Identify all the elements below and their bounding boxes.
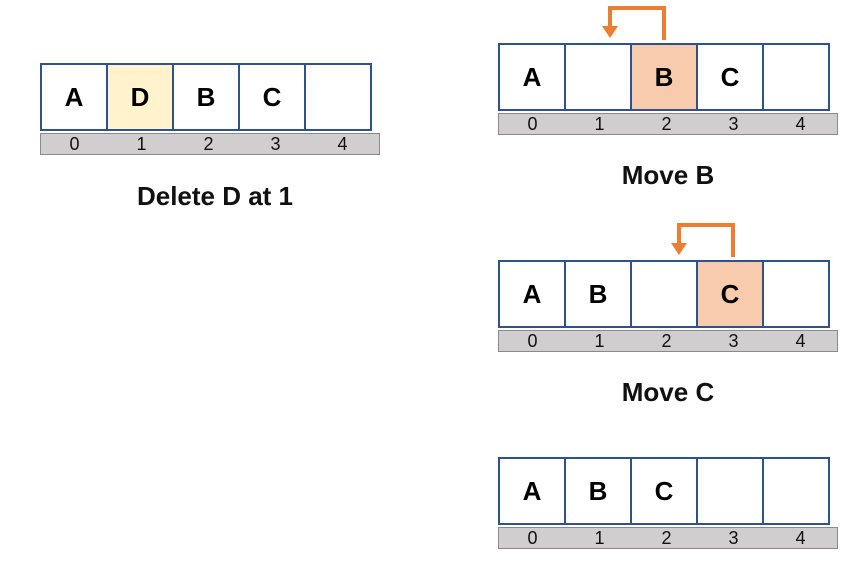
initial-index-2: 2 (203, 134, 214, 154)
initial-index-4: 4 (337, 134, 348, 154)
step1-index-2: 2 (661, 114, 672, 134)
step2-index-4: 4 (795, 331, 806, 351)
step2-cell-1: B (564, 260, 632, 328)
step1-cell-2: B (630, 43, 698, 111)
final-index-1: 1 (594, 528, 605, 548)
initial-cell-1: D (106, 63, 174, 131)
initial-array: A D B C 0 1 2 3 4 (40, 63, 380, 158)
step2-index-0: 0 (527, 331, 538, 351)
step2-cell-4 (762, 260, 830, 328)
final-index-0: 0 (527, 528, 538, 548)
step2-index-2: 2 (661, 331, 672, 351)
final-cell-3 (696, 457, 764, 525)
step1-index-0: 0 (527, 114, 538, 134)
step1-cell-0: A (498, 43, 566, 111)
step2-index-1: 1 (594, 331, 605, 351)
move-b-arrow-line (608, 6, 666, 40)
move-c-arrow-head (671, 243, 687, 255)
step1-cells: A B C (498, 43, 830, 111)
step2-cell-0: A (498, 260, 566, 328)
final-index-bar: 0 1 2 3 4 (498, 527, 838, 549)
move-c-arrow-icon (671, 223, 735, 257)
initial-cell-0: A (40, 63, 108, 131)
initial-cells: A D B C (40, 63, 372, 131)
initial-index-0: 0 (69, 134, 80, 154)
final-cells: A B C (498, 457, 830, 525)
step1-cell-1 (564, 43, 632, 111)
final-index-2: 2 (661, 528, 672, 548)
initial-cell-4 (304, 63, 372, 131)
final-array: A B C 0 1 2 3 4 (498, 457, 838, 552)
initial-index-3: 3 (270, 134, 281, 154)
step1-index-3: 3 (728, 114, 739, 134)
step1-index-1: 1 (594, 114, 605, 134)
move-b-arrow-head (602, 26, 618, 38)
step1-index-bar: 0 1 2 3 4 (498, 113, 838, 135)
step2-caption: Move C (621, 377, 715, 407)
step2-index-3: 3 (728, 331, 739, 351)
step1-cell-3: C (696, 43, 764, 111)
final-cell-1: B (564, 457, 632, 525)
final-index-4: 4 (795, 528, 806, 548)
final-index-3: 3 (728, 528, 739, 548)
move-b-arrow-icon (602, 6, 666, 40)
step1-array: A B C 0 1 2 3 4 (498, 43, 838, 138)
initial-cell-3: C (238, 63, 306, 131)
step2-cell-3: C (696, 260, 764, 328)
final-cell-2: C (630, 457, 698, 525)
initial-index-1: 1 (136, 134, 147, 154)
initial-index-bar: 0 1 2 3 4 (40, 133, 380, 155)
step1-cell-4 (762, 43, 830, 111)
final-cell-0: A (498, 457, 566, 525)
step2-cells: A B C (498, 260, 830, 328)
step2-index-bar: 0 1 2 3 4 (498, 330, 838, 352)
step2-cell-2 (630, 260, 698, 328)
step1-index-4: 4 (795, 114, 806, 134)
initial-caption: Delete D at 1 (136, 181, 294, 211)
initial-cell-2: B (172, 63, 240, 131)
step1-caption: Move B (621, 160, 715, 190)
step2-array: A B C 0 1 2 3 4 (498, 260, 838, 355)
final-cell-4 (762, 457, 830, 525)
move-c-arrow-line (677, 223, 735, 257)
